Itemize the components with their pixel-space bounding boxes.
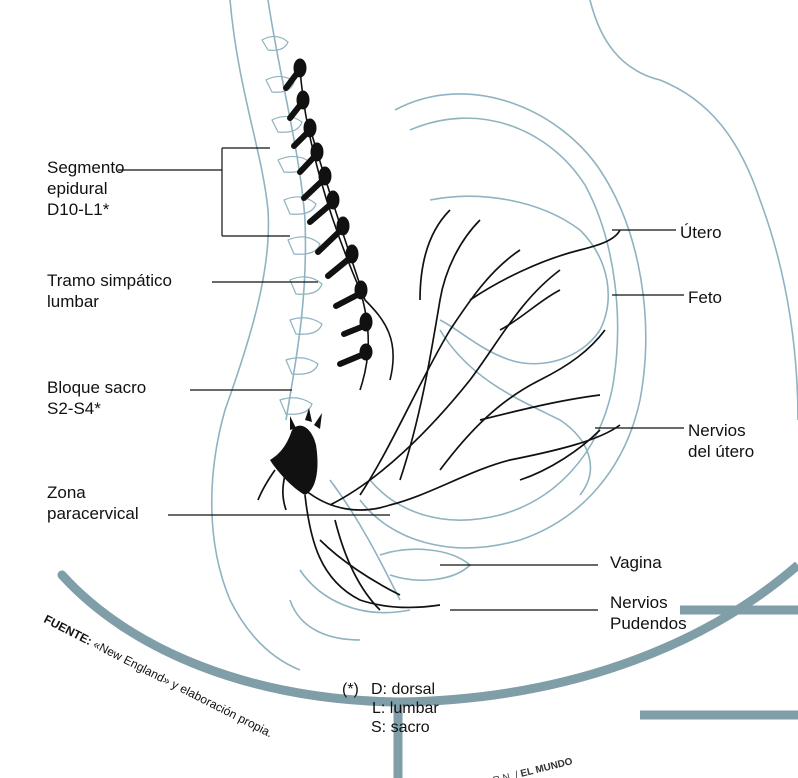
uterus-wall-outer (360, 94, 646, 548)
perineum (290, 600, 360, 640)
label-vagina: Vagina (610, 552, 662, 573)
label-segmento-line1: Segmento (47, 157, 125, 178)
footnote-line-sacro: S: sacro (371, 718, 439, 737)
label-nervios-pudendos: Nervios Pudendos (610, 592, 687, 634)
label-segmento-line2: epidural (47, 178, 125, 199)
fetus-body (440, 330, 590, 495)
label-pudendos-line2: Pudendos (610, 613, 687, 634)
label-zona-paracervical: Zona paracervical (47, 482, 139, 524)
label-zona-line2: paracervical (47, 503, 139, 524)
fetus-head (430, 196, 608, 364)
label-pudendos-line1: Nervios (610, 592, 687, 613)
nerve-network (258, 210, 620, 610)
label-tramo-simpatico: Tramo simpático lumbar (47, 270, 172, 312)
label-utero: Útero (680, 222, 722, 243)
nerve-roots (294, 59, 372, 360)
label-nervios-utero: Nervios del útero (688, 420, 754, 462)
label-nervios-utero-line2: del útero (688, 441, 754, 462)
label-feto: Feto (688, 287, 722, 308)
leader-segmento (118, 148, 290, 236)
sacral-block (270, 408, 322, 495)
label-bloque-line1: Bloque sacro (47, 377, 146, 398)
frame-arc-right (398, 565, 798, 702)
footnote-marker: (*) (342, 680, 359, 699)
label-bloque-line2: S2-S4* (47, 398, 146, 419)
label-tramo-line2: lumbar (47, 291, 172, 312)
label-nervios-utero-line1: Nervios (688, 420, 754, 441)
label-tramo-line1: Tramo simpático (47, 270, 172, 291)
label-segmento-line3: D10-L1* (47, 199, 125, 220)
vertebrae (262, 36, 322, 414)
footnote-line-lumbar: L: lumbar (371, 699, 439, 718)
footnote-line-dorsal: D: dorsal (371, 680, 439, 699)
label-bloque-sacro: Bloque sacro S2-S4* (47, 377, 146, 419)
footnote-legend: D: dorsal L: lumbar S: sacro (371, 680, 439, 737)
label-segmento-epidural: Segmento epidural D10-L1* (47, 157, 125, 220)
label-zona-line1: Zona (47, 482, 139, 503)
root-branches (286, 72, 364, 364)
